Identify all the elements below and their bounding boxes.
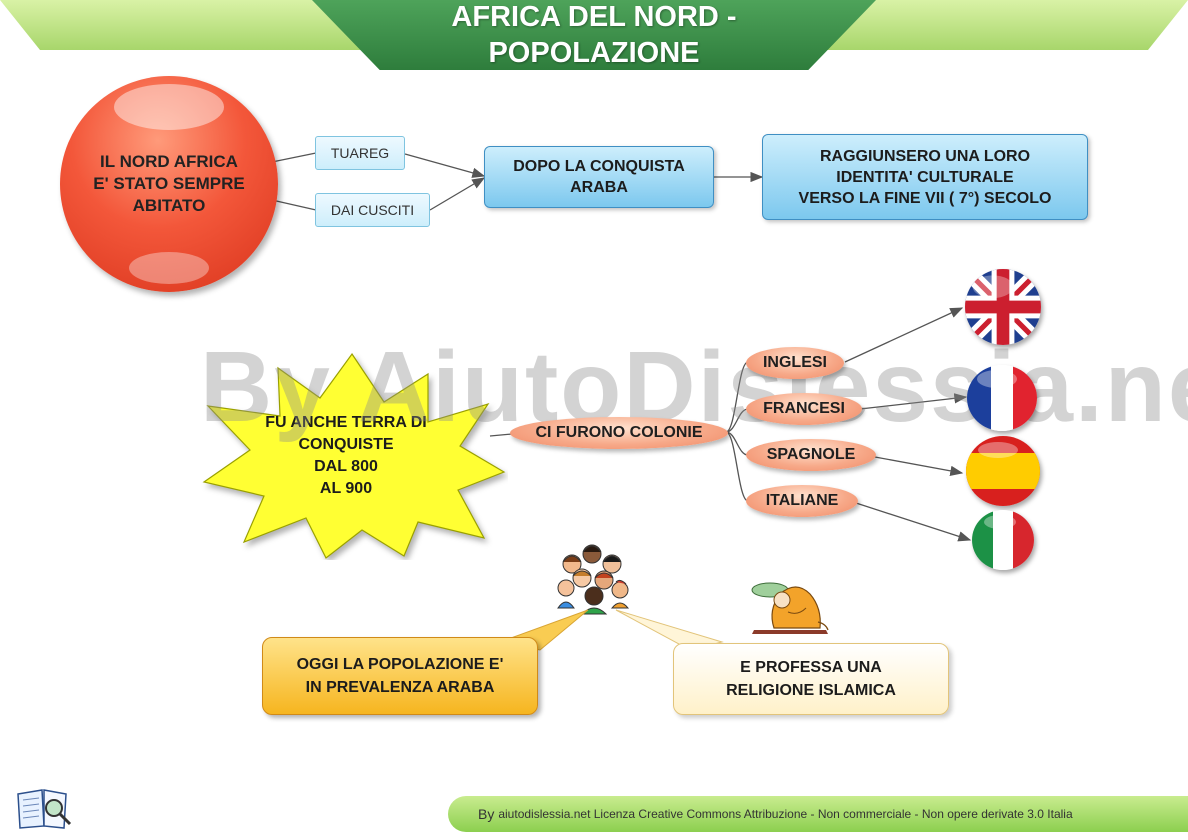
italy-flag-icon bbox=[972, 510, 1034, 570]
star-node-text: FU ANCHE TERRA DI CONQUISTE DAL 800 AL 9… bbox=[236, 410, 456, 502]
praying-person-icon bbox=[751, 582, 829, 634]
tuareg-label: TUAREG bbox=[330, 145, 390, 161]
colony-spagnole-label: SPAGNOLE bbox=[766, 446, 856, 463]
tuareg-box: TUAREG bbox=[315, 136, 405, 170]
religion-line-1: E PROFESSA UNA bbox=[740, 659, 882, 676]
arrow-tuareg-conquest bbox=[404, 153, 486, 178]
colony-italiane-oval: ITALIANE bbox=[746, 485, 858, 517]
conquest-star-shape bbox=[202, 352, 506, 559]
line-circle-tuareg bbox=[271, 152, 317, 163]
colony-inglesi-label: INGLESI bbox=[762, 354, 827, 371]
colonies-oval: CI FURONO COLONIE bbox=[510, 417, 728, 449]
branch-francesi bbox=[725, 408, 749, 433]
colony-inglesi-oval: INGLESI bbox=[746, 347, 844, 379]
arrow-italiane-italy bbox=[855, 502, 972, 542]
main-circle-node: IL NORD AFRICA E' STATO SEMPRE ABITATO bbox=[60, 76, 278, 292]
book-magnifier-logo-icon bbox=[17, 789, 72, 829]
arrow-spagnole-spain bbox=[874, 456, 964, 476]
population-line-1: OGGI LA POPOLAZIONE E' bbox=[296, 656, 504, 673]
arrow-francesi-france bbox=[859, 393, 968, 410]
branch-italiane bbox=[725, 431, 749, 502]
main-circle-line-1: IL NORD AFRICA bbox=[100, 152, 238, 171]
star-line-2: CONQUISTE bbox=[298, 436, 394, 453]
branch-inglesi bbox=[725, 361, 749, 433]
uk-flag-icon bbox=[965, 269, 1041, 345]
colony-spagnole-oval: SPAGNOLE bbox=[746, 439, 876, 471]
colony-francesi-oval: FRANCESI bbox=[746, 393, 862, 425]
religion-line-2: RELIGIONE ISLAMICA bbox=[726, 682, 896, 699]
footer-by: By bbox=[478, 806, 495, 822]
colonies-label: CI FURONO COLONIE bbox=[535, 424, 703, 441]
people-group-icon bbox=[557, 544, 630, 615]
footer-license-bar: By aiutodislessia.net Licenza Creative C… bbox=[448, 796, 1188, 832]
population-line-2: IN PREVALENZA ARABA bbox=[305, 679, 495, 696]
line-star-colonies bbox=[489, 433, 513, 437]
identity-box: RAGGIUNSERO UNA LORO IDENTITA' CULTURALE… bbox=[762, 134, 1088, 220]
star-line-1: FU ANCHE TERRA DI bbox=[265, 414, 427, 431]
cusciti-box: DAI CUSCITI bbox=[315, 193, 430, 227]
page-title: AFRICA DEL NORD - POPOLAZIONE bbox=[312, 0, 876, 70]
identity-line-2: IDENTITA' CULTURALE bbox=[836, 168, 1014, 186]
main-circle-line-2: E' STATO SEMPRE bbox=[93, 174, 245, 193]
circle-gloss-top bbox=[114, 84, 224, 130]
page-title-line-1: AFRICA DEL NORD - bbox=[451, 1, 737, 33]
colony-italiane-label: ITALIANE bbox=[765, 492, 839, 509]
main-circle-line-3: ABITATO bbox=[132, 196, 206, 215]
population-box: OGGI LA POPOLAZIONE E' IN PREVALENZA ARA… bbox=[262, 637, 538, 715]
footer-license-text: aiutodislessia.net Licenza Creative Comm… bbox=[498, 807, 1073, 821]
page-title-line-2: POPOLAZIONE bbox=[488, 37, 700, 69]
main-circle-text: IL NORD AFRICA E' STATO SEMPRE ABITATO bbox=[93, 151, 244, 217]
conquest-line-1: DOPO LA CONQUISTA bbox=[513, 158, 685, 175]
colony-francesi-label: FRANCESI bbox=[763, 400, 845, 417]
star-line-3: DAL 800 bbox=[314, 458, 378, 475]
arrow-cusciti-conquest bbox=[429, 177, 486, 211]
conquest-box: DOPO LA CONQUISTA ARABA bbox=[484, 146, 714, 208]
star-line-4: AL 900 bbox=[319, 480, 373, 497]
conquest-line-2: ARABA bbox=[570, 179, 628, 196]
arrow-inglesi-uk bbox=[844, 307, 964, 363]
line-circle-cusciti bbox=[271, 199, 317, 211]
identity-line-1: RAGGIUNSERO UNA LORO bbox=[819, 147, 1031, 165]
spain-flag-icon bbox=[966, 436, 1040, 506]
identity-line-3: VERSO LA FINE VII ( 7°) SECOLO bbox=[798, 189, 1052, 207]
circle-gloss-bottom bbox=[129, 252, 209, 284]
cusciti-label: DAI CUSCITI bbox=[330, 202, 415, 218]
religion-box: E PROFESSA UNA RELIGIONE ISLAMICA bbox=[673, 643, 949, 715]
